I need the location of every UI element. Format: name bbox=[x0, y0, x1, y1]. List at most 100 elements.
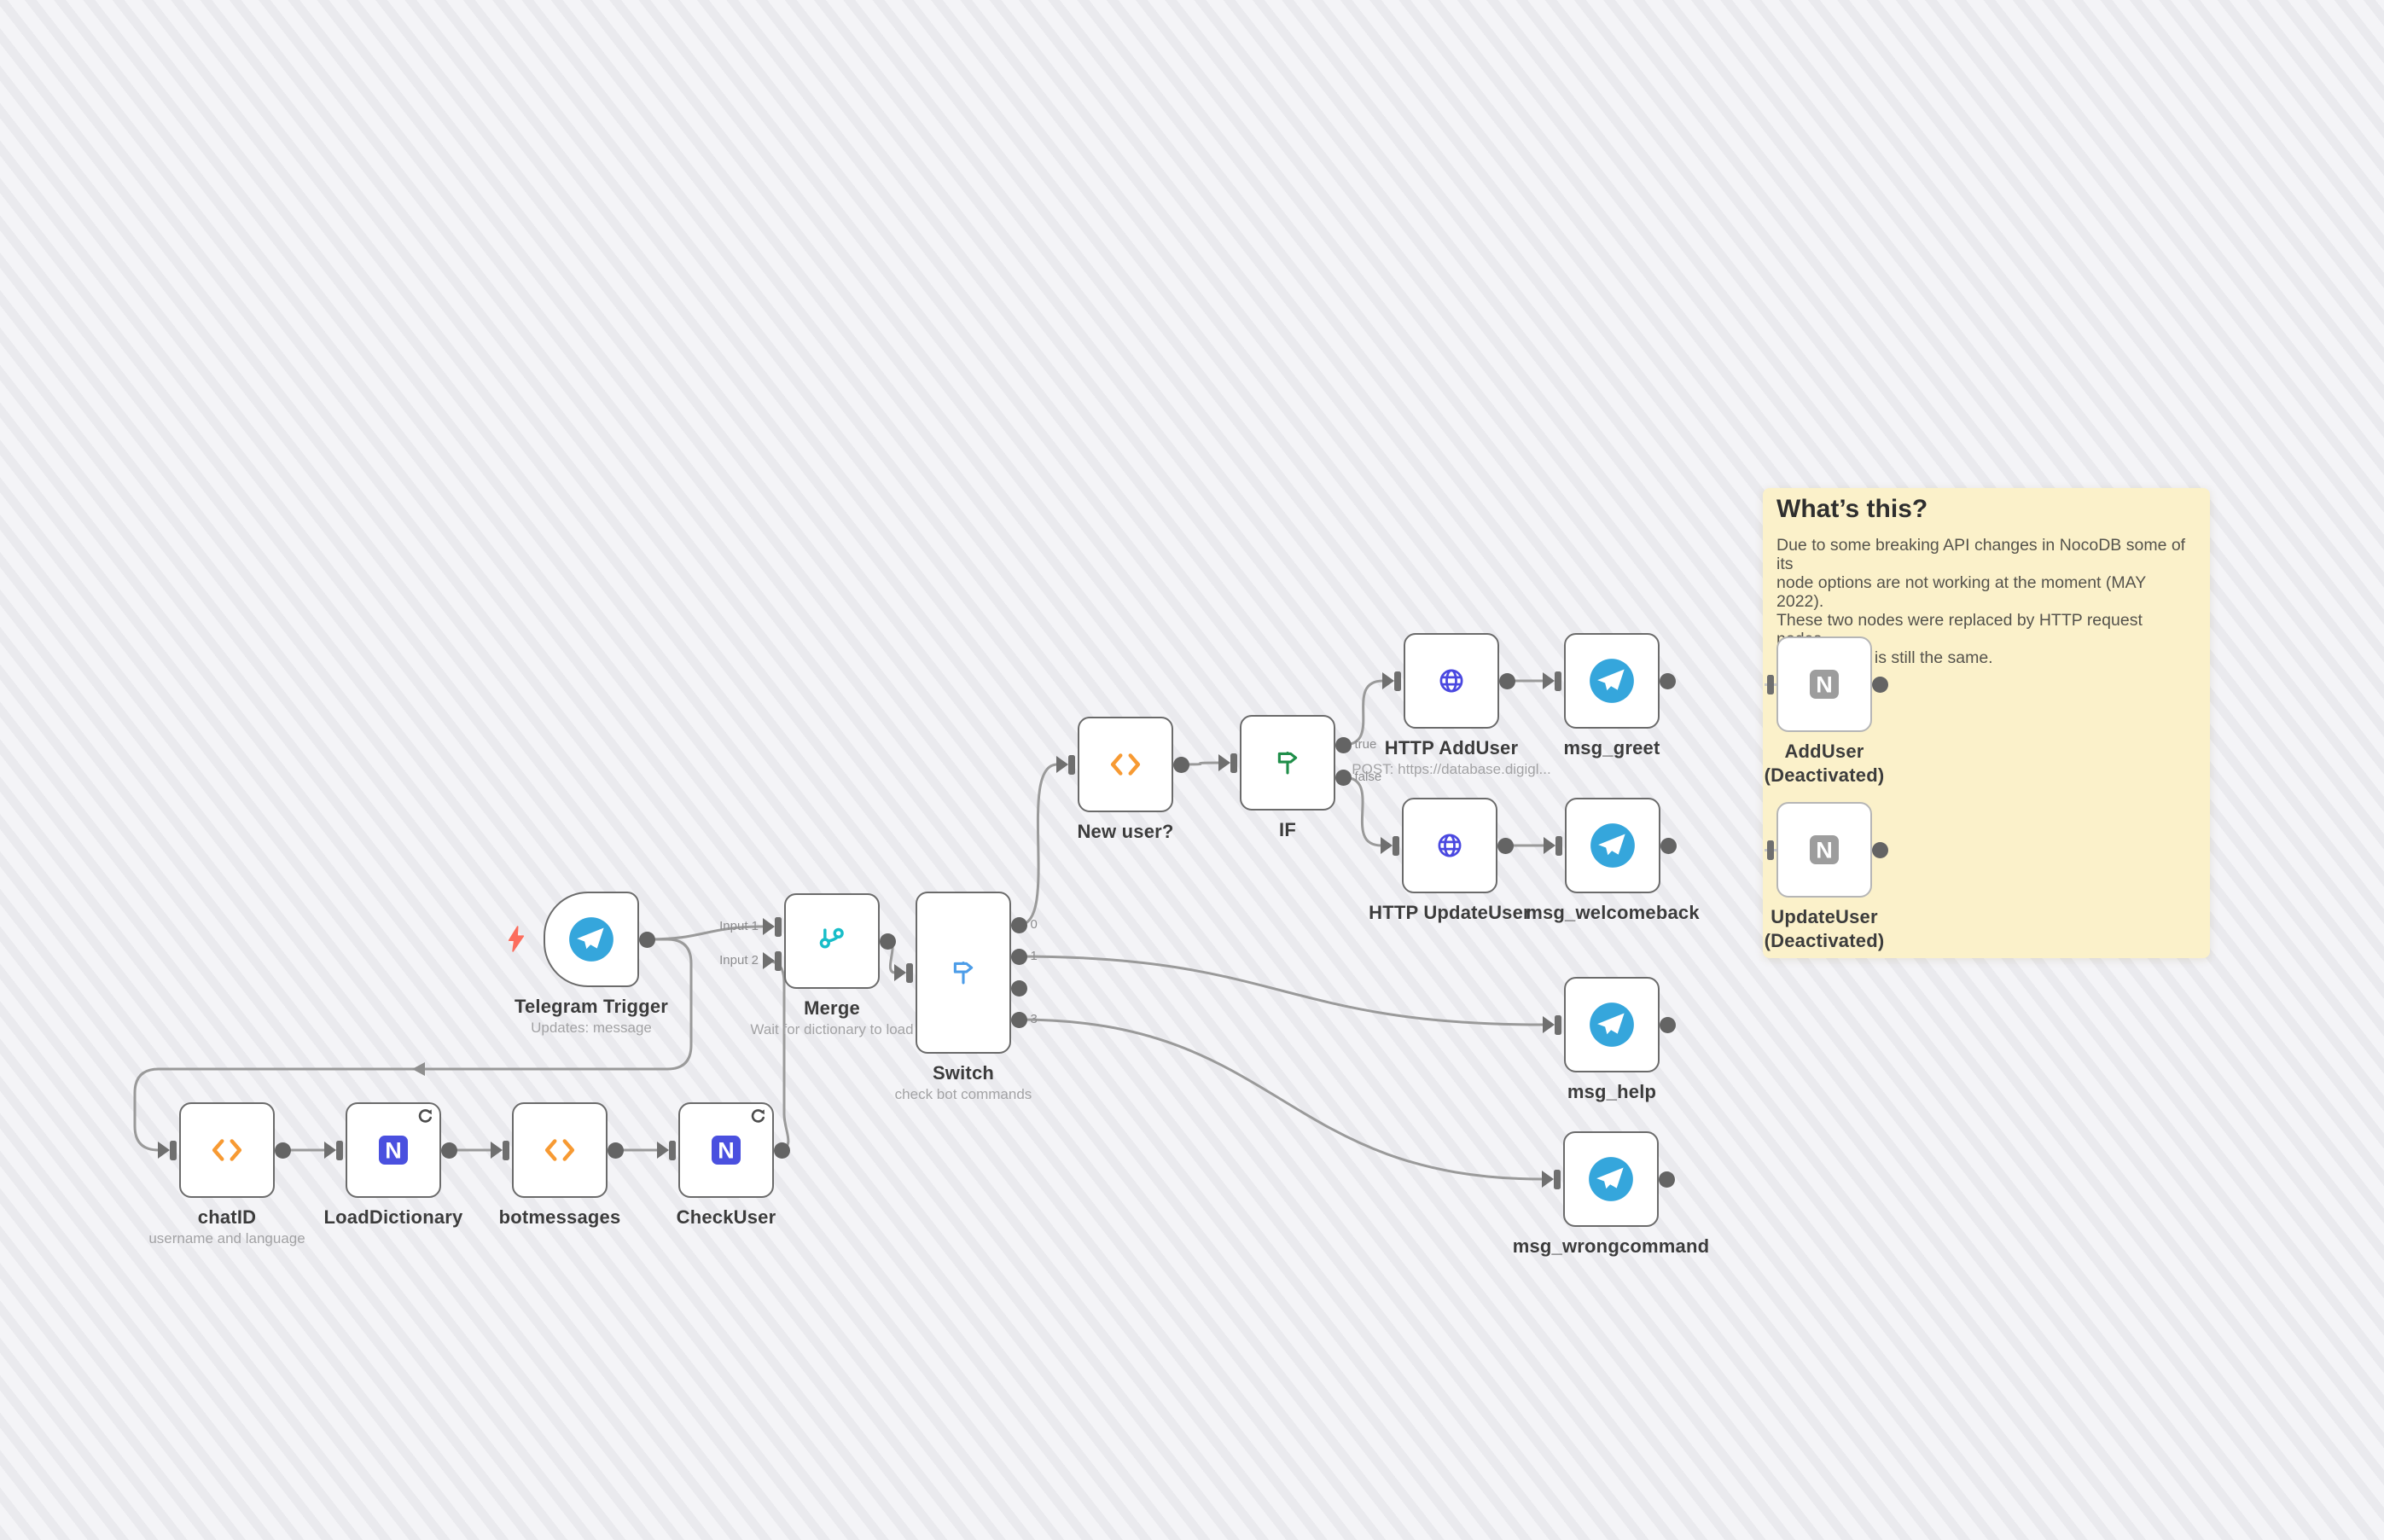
node-updateuser-deactivated[interactable]: N bbox=[1776, 802, 1872, 898]
telegram-icon bbox=[545, 893, 637, 985]
svg-text:N: N bbox=[1816, 838, 1833, 863]
input-arrow-icon bbox=[1055, 756, 1068, 773]
node-msg-wrongcommand[interactable] bbox=[1563, 1131, 1659, 1227]
node-label: AddUser bbox=[1784, 741, 1864, 762]
output-port[interactable] bbox=[1659, 1171, 1675, 1188]
node-msg-greet[interactable] bbox=[1564, 633, 1660, 729]
telegram-icon bbox=[1566, 979, 1658, 1071]
connection-switch-to-msg-help[interactable] bbox=[1019, 955, 1544, 1026]
node-adduser-deactivated[interactable]: N bbox=[1776, 636, 1872, 732]
node-label: IF bbox=[1279, 819, 1296, 840]
node-http-updateuser[interactable] bbox=[1402, 798, 1497, 893]
output-port[interactable] bbox=[608, 1142, 624, 1159]
output-port[interactable] bbox=[1011, 1011, 1027, 1028]
output-port[interactable] bbox=[774, 1142, 790, 1159]
sync-icon bbox=[749, 1107, 767, 1125]
connection-switch-to-newuser[interactable] bbox=[1019, 763, 1058, 927]
if-icon bbox=[1241, 717, 1334, 809]
input-port[interactable] bbox=[1392, 835, 1399, 856]
connection-newuser-to-if[interactable] bbox=[1181, 761, 1220, 766]
node-label: UpdateUser bbox=[1771, 906, 1878, 927]
input-arrow-icon bbox=[762, 952, 775, 969]
telegram-icon bbox=[1566, 635, 1658, 727]
output-port[interactable] bbox=[880, 933, 896, 950]
connection-if-to-http-adduser[interactable] bbox=[1343, 679, 1384, 747]
input-port[interactable] bbox=[169, 1140, 177, 1160]
input-port[interactable] bbox=[774, 950, 782, 971]
switch-icon bbox=[917, 893, 1009, 1052]
code-icon bbox=[1079, 718, 1172, 811]
output-port[interactable] bbox=[1872, 841, 1888, 858]
output-port[interactable] bbox=[1335, 769, 1352, 786]
node-label: HTTP UpdateUser bbox=[1369, 902, 1531, 923]
input-port[interactable] bbox=[1555, 835, 1562, 856]
telegram-icon bbox=[1567, 799, 1659, 892]
node-label: msg_help bbox=[1567, 1081, 1657, 1102]
output-port[interactable] bbox=[1011, 916, 1027, 933]
input-port[interactable] bbox=[1554, 671, 1561, 691]
node-label: Switch bbox=[932, 1062, 995, 1084]
flow-arrow-left-icon bbox=[412, 1062, 425, 1076]
node-label-line2: (Deactivated) bbox=[1764, 764, 1885, 786]
node-msg-help[interactable] bbox=[1564, 977, 1660, 1072]
input-port[interactable] bbox=[1393, 671, 1401, 691]
node-sublabel: username and language bbox=[148, 1230, 305, 1247]
output-port-label: 0 bbox=[1030, 917, 1038, 932]
output-port[interactable] bbox=[1497, 837, 1514, 854]
node-checkuser[interactable]: N bbox=[678, 1102, 774, 1198]
output-port[interactable] bbox=[1499, 672, 1515, 689]
output-port[interactable] bbox=[1011, 948, 1027, 965]
node-botmessages[interactable] bbox=[512, 1102, 608, 1198]
merge-icon bbox=[786, 895, 878, 987]
node-newuser[interactable] bbox=[1078, 717, 1173, 812]
input-port-label: Input 2 bbox=[719, 953, 759, 968]
input-arrow-icon bbox=[1381, 672, 1394, 689]
connection-telegram-trigger-to-chatid[interactable] bbox=[133, 938, 693, 1152]
input-port[interactable] bbox=[905, 962, 913, 983]
output-port[interactable] bbox=[1011, 979, 1027, 997]
node-label: chatID bbox=[197, 1206, 257, 1228]
connection-if-to-http-updateuser[interactable] bbox=[1343, 776, 1382, 847]
input-port[interactable] bbox=[774, 916, 782, 937]
node-telegram-trigger[interactable] bbox=[544, 892, 639, 987]
output-port[interactable] bbox=[275, 1142, 291, 1159]
node-label: LoadDictionary bbox=[323, 1206, 463, 1228]
output-port[interactable] bbox=[1335, 736, 1352, 753]
input-port[interactable] bbox=[1554, 1014, 1561, 1035]
input-arrow-icon bbox=[1541, 1171, 1554, 1188]
output-port-label: false bbox=[1354, 770, 1382, 784]
input-port[interactable] bbox=[1553, 1169, 1561, 1189]
node-msg-welcomeback[interactable] bbox=[1565, 798, 1660, 893]
output-port[interactable] bbox=[1660, 837, 1677, 854]
node-if[interactable] bbox=[1240, 715, 1335, 811]
node-sublabel: check bot commands bbox=[894, 1086, 1032, 1102]
node-switch[interactable] bbox=[916, 892, 1011, 1054]
input-port[interactable] bbox=[1766, 840, 1774, 860]
output-port[interactable] bbox=[1660, 672, 1676, 689]
input-port[interactable] bbox=[1067, 754, 1075, 775]
output-port[interactable] bbox=[639, 931, 655, 948]
output-port[interactable] bbox=[1173, 756, 1189, 773]
input-port[interactable] bbox=[502, 1140, 509, 1160]
node-http-adduser[interactable] bbox=[1404, 633, 1499, 729]
connection-switch-to-msg-wrongcommand[interactable] bbox=[1019, 1018, 1544, 1181]
telegram-icon bbox=[1565, 1133, 1657, 1225]
output-port[interactable] bbox=[441, 1142, 457, 1159]
input-port[interactable] bbox=[1766, 674, 1774, 694]
input-port[interactable] bbox=[668, 1140, 676, 1160]
output-port[interactable] bbox=[1872, 676, 1888, 693]
input-port[interactable] bbox=[335, 1140, 343, 1160]
node-label: msg_welcomeback bbox=[1526, 902, 1700, 923]
node-loaddictionary[interactable]: N bbox=[346, 1102, 441, 1198]
node-merge[interactable] bbox=[784, 893, 880, 989]
input-port-label: Input 1 bbox=[719, 919, 759, 933]
node-sublabel: POST: https://database.digigl... bbox=[1352, 761, 1551, 777]
nocodb-icon: N bbox=[347, 1104, 439, 1196]
input-port[interactable] bbox=[1230, 753, 1237, 773]
input-arrow-icon bbox=[1380, 837, 1393, 854]
output-port[interactable] bbox=[1660, 1016, 1676, 1033]
node-chatid[interactable] bbox=[179, 1102, 275, 1198]
input-arrow-icon bbox=[1218, 754, 1230, 771]
